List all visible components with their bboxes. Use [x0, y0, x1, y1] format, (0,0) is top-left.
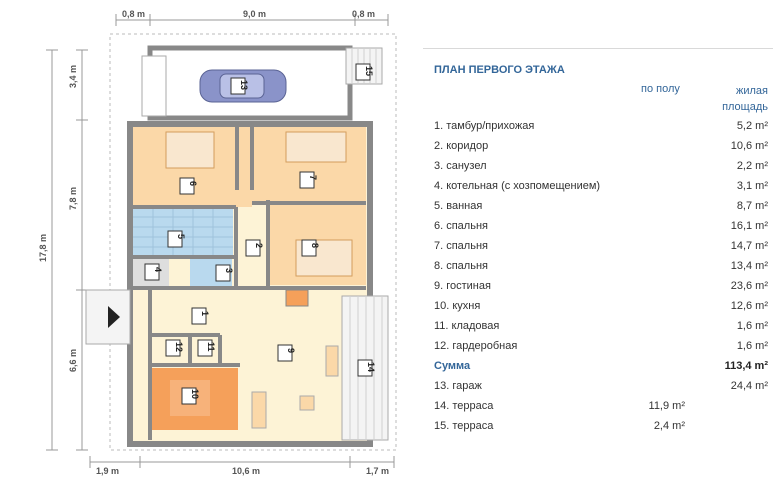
row-living-area: 13,4 m²: [730, 260, 768, 272]
row-name: 12. гардеробная: [434, 340, 518, 352]
room-10-label: 10: [190, 389, 200, 399]
floor-plan: 0,8 m 9,0 m 0,8 m 3,4 m 7,8 m 6,6 m 17,8…: [38, 9, 397, 476]
row-name: 1. тамбур/прихожая: [434, 120, 535, 132]
row-name: Сумма: [434, 360, 471, 372]
row-living-area: 3,1 m²: [736, 180, 768, 192]
header-floor-area: по полу: [641, 83, 680, 95]
table-row: 1. тамбур/прихожая 5,2 m²: [423, 116, 773, 136]
table-row: 14. терраса 11,9 m²: [423, 396, 773, 416]
dim-left-2: 7,8 m: [68, 187, 78, 210]
row-living-area: 12,6 m²: [730, 300, 768, 312]
row-living-area: 16,1 m²: [730, 220, 768, 232]
room-8-label: 8: [310, 243, 320, 248]
row-name: 5. ванная: [434, 200, 483, 212]
room-1-label: 1: [200, 311, 210, 316]
table-top-divider: [423, 48, 773, 49]
row-name: 13. гараж: [434, 380, 482, 392]
row-name: 11. кладовая: [434, 320, 500, 332]
room-11-label: 11: [206, 342, 216, 352]
table-row: 5. ванная 8,7 m²: [423, 196, 773, 216]
row-living-area: 1,6 m²: [736, 340, 768, 352]
table-row: 10. кухня 12,6 m²: [423, 296, 773, 316]
row-living-area: 24,4 m²: [730, 380, 768, 392]
dim-top-left: 0,8 m: [122, 9, 145, 19]
room-13-label: 13: [239, 80, 249, 90]
dim-left-3: 6,6 m: [68, 349, 78, 372]
row-living-area: 14,7 m²: [730, 240, 768, 252]
room-12-label: 12: [174, 342, 184, 352]
dim-left-1: 3,4 m: [68, 65, 78, 88]
room-4-label: 4: [153, 267, 163, 272]
room-14-label: 14: [366, 362, 376, 372]
table-row: 7. спальня 14,7 m²: [423, 236, 773, 256]
row-name: 6. спальня: [434, 220, 488, 232]
table-row: 15. терраса 2,4 m²: [423, 416, 773, 436]
row-name: 15. терраса: [434, 420, 494, 432]
table-row: 8. спальня 13,4 m²: [423, 256, 773, 276]
table-row: 4. котельная (с хозпомещением) 3,1 m²: [423, 176, 773, 196]
table-row: 2. коридор 10,6 m²: [423, 136, 773, 156]
row-living-area: 8,7 m²: [736, 200, 768, 212]
dim-bottom-left: 1,9 m: [96, 466, 119, 476]
table-row: 13. гараж 24,4 m²: [423, 376, 773, 396]
header-living-area: жилая площадь: [722, 85, 768, 113]
row-floor-area: 11,9 m²: [648, 400, 685, 412]
room-7-label: 7: [308, 175, 318, 180]
row-living-area: 10,6 m²: [730, 140, 768, 152]
row-name: 10. кухня: [434, 300, 481, 312]
room-15-label: 15: [364, 66, 374, 76]
table-row: 11. кладовая 1,6 m²: [423, 316, 773, 336]
table-row: Сумма 113,4 m²: [423, 356, 773, 376]
row-name: 4. котельная (с хозпомещением): [434, 180, 601, 192]
row-name: 7. спальня: [434, 240, 488, 252]
dim-bottom-mid: 10,6 m: [232, 466, 260, 476]
room-9-label: 9: [286, 348, 296, 353]
row-living-area: 1,6 m²: [736, 320, 768, 332]
table-row: 9. гостиная 23,6 m²: [423, 276, 773, 296]
row-name: 2. коридор: [434, 140, 489, 152]
table-row: 6. спальня 16,1 m²: [423, 216, 773, 236]
row-living-area: 2,2 m²: [736, 160, 768, 172]
row-name: 9. гостиная: [434, 280, 491, 292]
row-living-area: 23,6 m²: [730, 280, 768, 292]
row-living-area: 5,2 m²: [736, 120, 768, 132]
dim-bottom-right: 1,7 m: [366, 466, 389, 476]
row-name: 3. санузел: [434, 160, 487, 172]
row-name: 14. терраса: [434, 400, 494, 412]
table-title: ПЛАН ПЕРВОГО ЭТАЖА: [434, 64, 565, 76]
entrance-arrow-icon: [108, 306, 120, 328]
dim-top-right: 0,8 m: [352, 9, 375, 19]
row-name: 8. спальня: [434, 260, 488, 272]
room-3-label: 3: [224, 268, 234, 273]
room-5-label: 5: [176, 234, 186, 239]
row-living-area: 113,4 m²: [724, 360, 768, 372]
table-row: 3. санузел 2,2 m²: [423, 156, 773, 176]
dim-left-total: 17,8 m: [38, 234, 48, 262]
row-floor-area: 2,4 m²: [653, 420, 685, 432]
room-2-label: 2: [254, 243, 264, 248]
table-row: 12. гардеробная 1,6 m²: [423, 336, 773, 356]
room-6-label: 6: [188, 181, 198, 186]
dim-top-mid: 9,0 m: [243, 9, 266, 19]
